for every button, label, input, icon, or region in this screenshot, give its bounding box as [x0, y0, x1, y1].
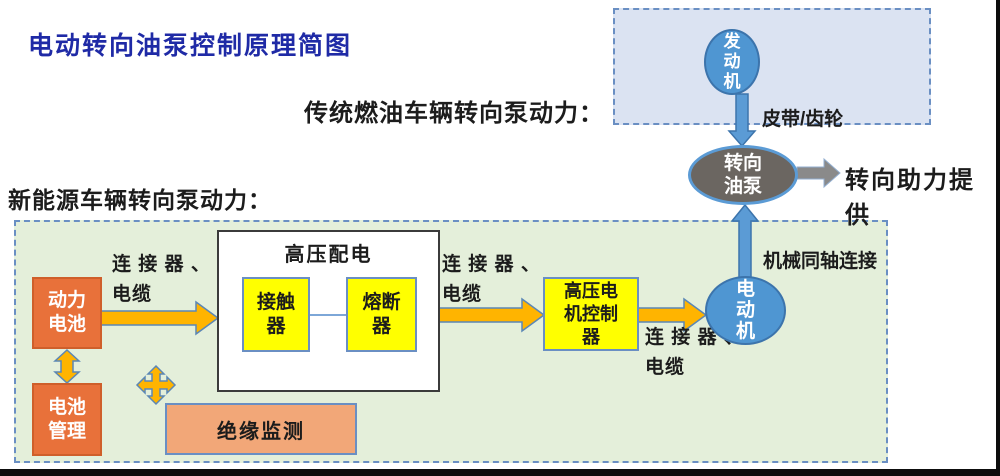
motor-controller-node: 高压电 机控制 器 — [543, 277, 639, 351]
belt-gear-label: 皮带/齿轮 — [762, 109, 844, 130]
right-arrow-icon — [636, 297, 708, 333]
connector-cable-label-2: 连 接 器 、 电缆 — [442, 250, 541, 310]
cross-arrow-icon — [135, 364, 177, 406]
motor-to-pump-arrow-icon — [730, 203, 760, 279]
engine-to-pump-arrow-icon — [727, 93, 757, 148]
engine-node: 发 动 机 — [704, 29, 760, 95]
mechanical-coaxial-label: 机械同轴连接 — [763, 251, 878, 272]
connector-label-line2: 电缆 — [112, 284, 153, 305]
right-arrow-icon — [100, 300, 220, 336]
down-arrow-icon — [727, 93, 757, 148]
right-border-bar — [996, 0, 1000, 476]
up-arrow-icon — [730, 203, 760, 279]
pump-to-assist-arrow-icon — [796, 157, 841, 189]
steering-assist-label: 转向助力提供 — [845, 167, 975, 229]
insulation-monitor-node: 绝缘监测 — [165, 403, 357, 455]
contactor-fuse-link-line — [310, 314, 346, 316]
hv-distribution-title: 高压配电 — [284, 244, 373, 266]
double-vertical-arrow-icon — [53, 348, 81, 385]
steering-pump-node: 转向 油泵 — [688, 145, 798, 205]
connector-label-line1: 连 接 器 、 — [442, 254, 541, 275]
right-arrow-icon — [796, 157, 841, 189]
page-title: 电动转向油泵控制原理简图 — [28, 32, 353, 60]
four-way-arrow-icon — [135, 364, 177, 406]
contactor-node: 接触 器 — [242, 277, 310, 352]
battery-bms-double-arrow-icon — [53, 348, 81, 385]
traditional-heading: 传统燃油车辆转向泵动力： — [304, 100, 604, 127]
hvbox-to-controller-arrow-icon — [438, 297, 546, 333]
connector-label-line2: 电缆 — [442, 284, 483, 305]
battery-to-hvbox-arrow-icon — [100, 300, 220, 336]
bottom-border-bar — [0, 469, 1000, 476]
controller-to-motor-arrow-icon — [636, 297, 708, 333]
power-battery-node: 动力 电池 — [32, 277, 102, 349]
fuse-node: 熔断 器 — [346, 277, 417, 352]
connector-label-line1: 连 接 器 、 — [112, 254, 211, 275]
right-arrow-icon — [438, 297, 546, 333]
traditional-power-panel — [613, 8, 931, 125]
battery-management-node: 电池 管理 — [32, 383, 102, 456]
connector-label-line2: 电缆 — [645, 357, 686, 378]
motor-node: 电 动 机 — [705, 276, 786, 345]
connector-cable-label-1: 连 接 器 、 电缆 — [112, 250, 211, 310]
new-energy-heading: 新能源车辆转向泵动力： — [8, 187, 272, 213]
